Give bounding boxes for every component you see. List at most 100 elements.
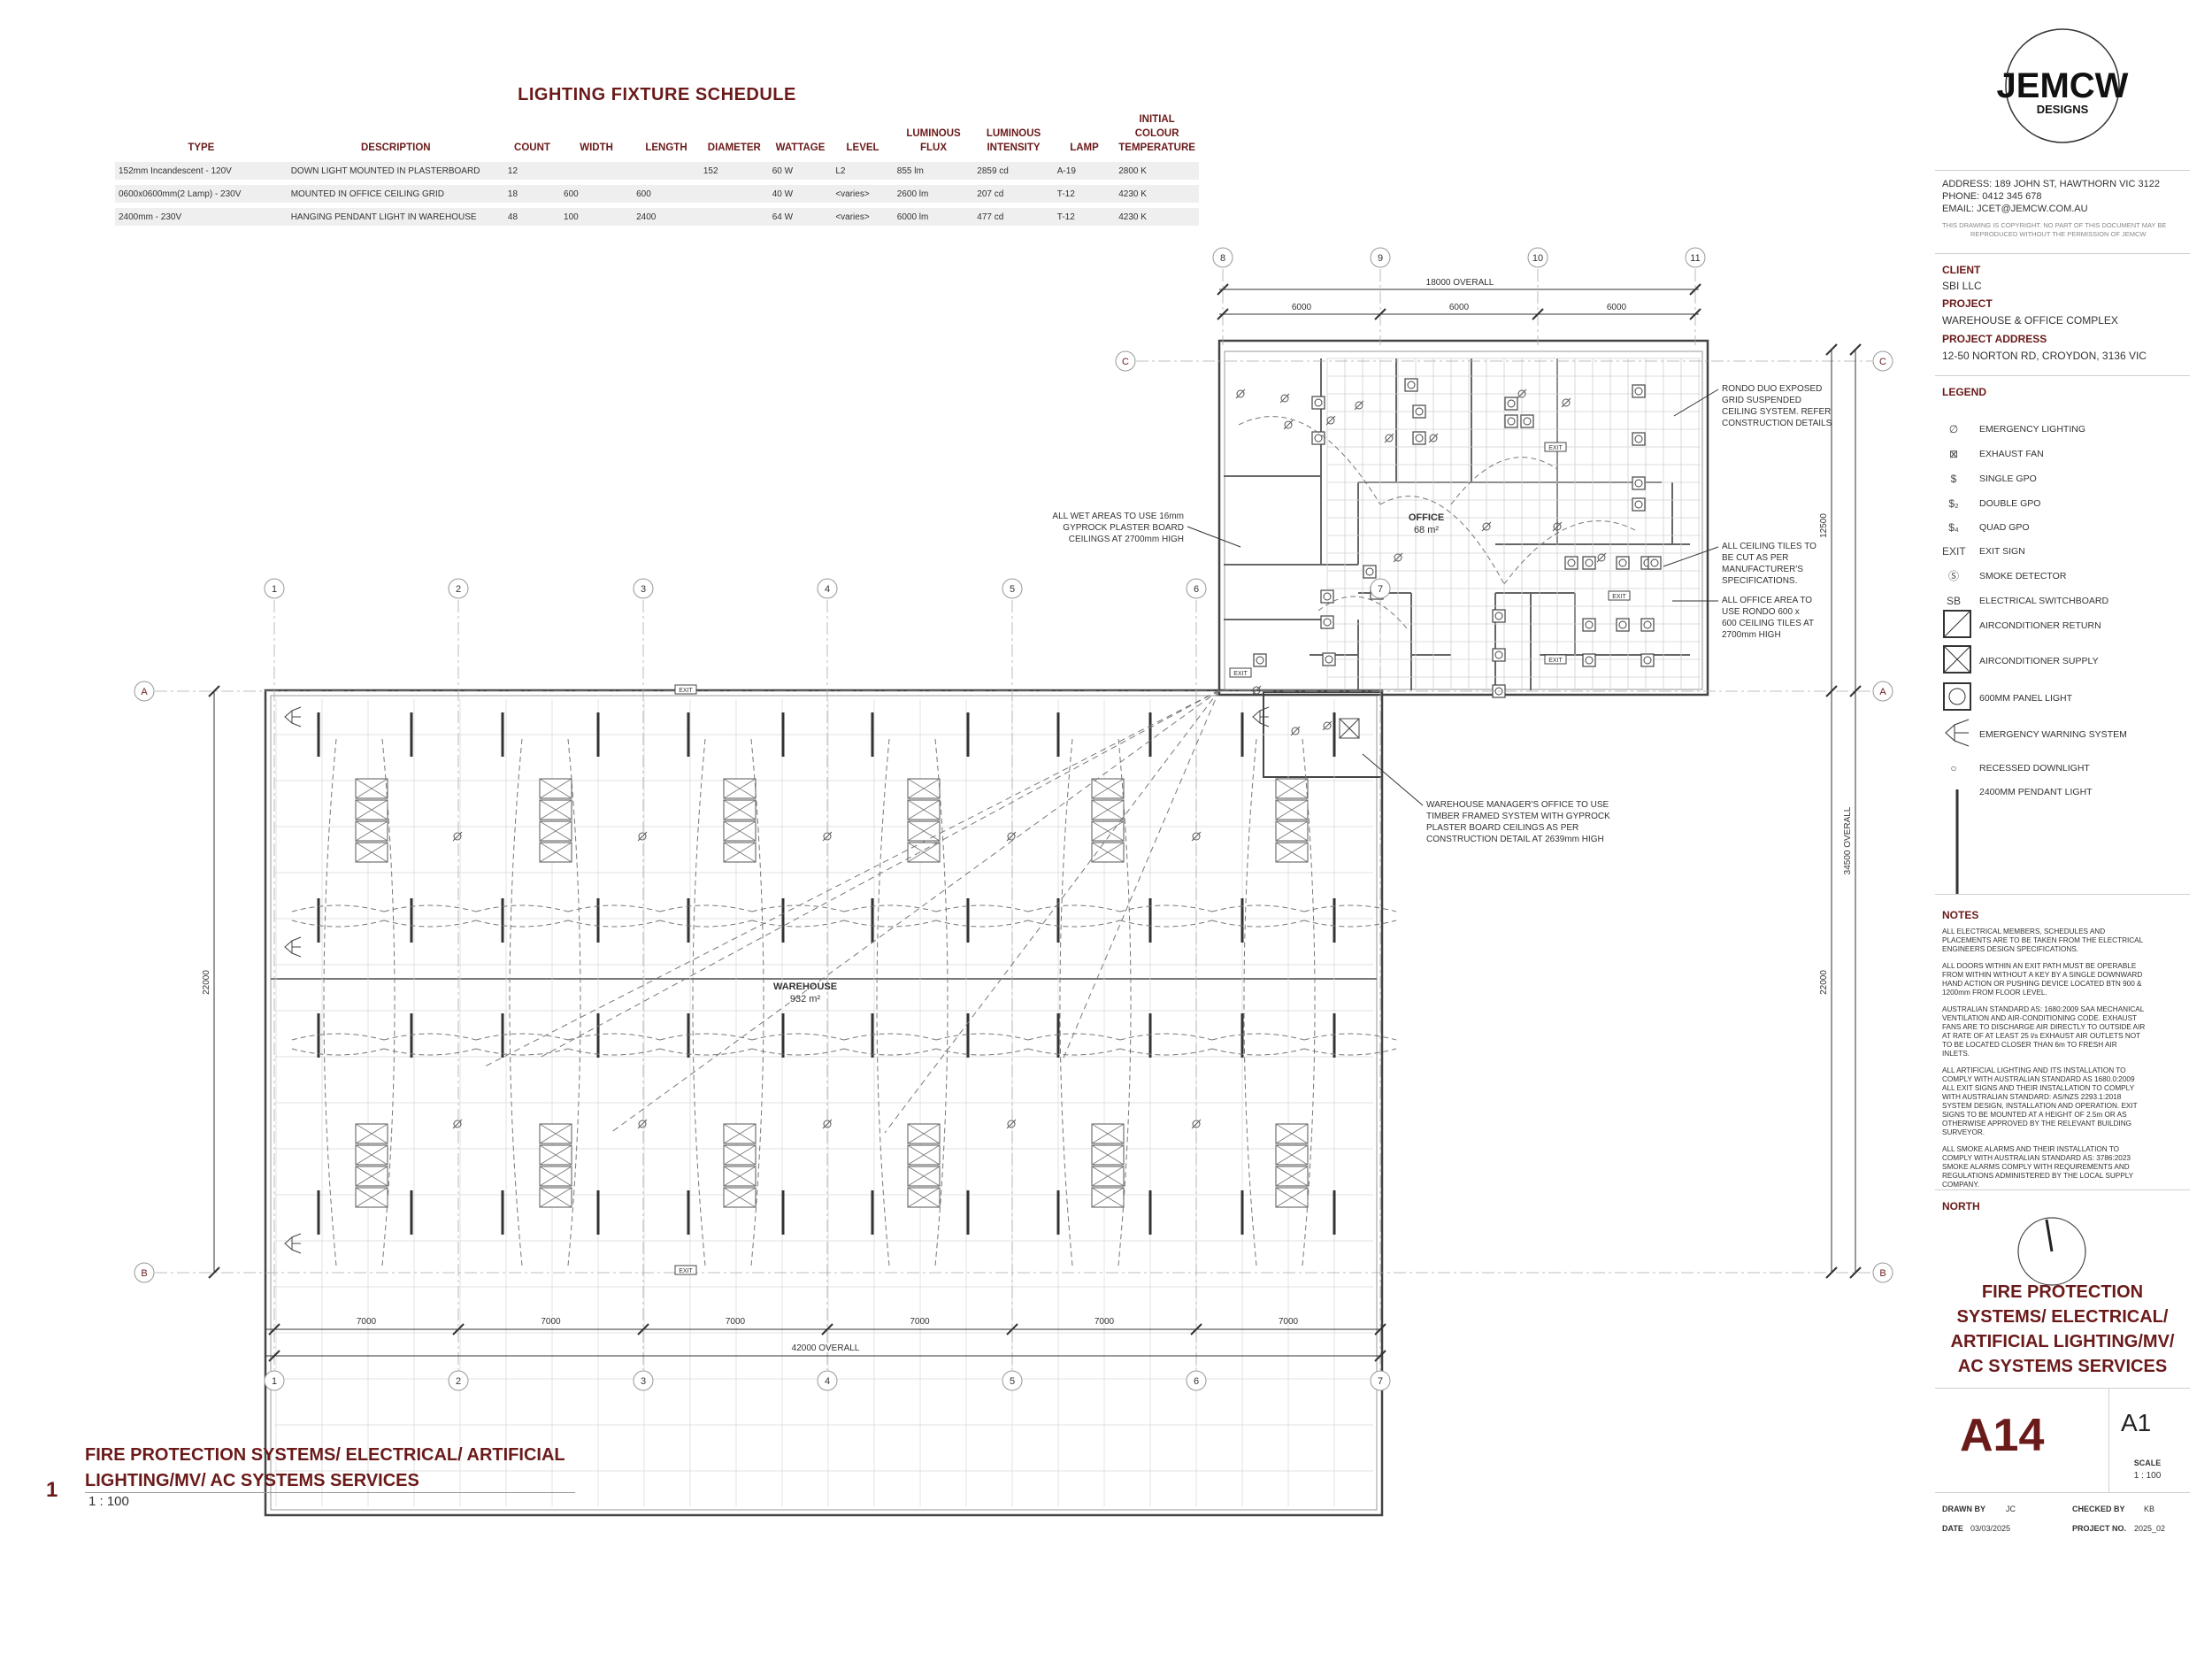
- panel-light-circle: [1415, 407, 1424, 416]
- grid-letter: A: [141, 687, 148, 697]
- table-cell: 855 lm: [893, 157, 974, 182]
- grid-number: 6: [1194, 1376, 1199, 1387]
- circuit-arc: [291, 1048, 385, 1056]
- circuit-line: [884, 689, 1220, 1134]
- panel-light-circle: [1415, 434, 1424, 443]
- schedule-title: LIGHTING FIXTURE SCHEDULE: [518, 85, 796, 104]
- legend-graphic: [1945, 719, 1970, 747]
- warning-system-icon: [1252, 706, 1270, 727]
- panel-light-icon: [1320, 589, 1334, 604]
- grid-bubble: [1872, 1262, 1893, 1283]
- table-cell: 2400: [633, 203, 700, 226]
- ac-unit-diagonal: [539, 820, 572, 842]
- warehouse-wall-inner: [270, 695, 1378, 1511]
- ac-unit-diagonal: [1275, 778, 1309, 799]
- emergency-light-icon: [1280, 394, 1289, 403]
- emergency-light-icon: [1393, 552, 1403, 563]
- table-cell: <varies>: [832, 203, 894, 226]
- table-cell: 207 cd: [973, 180, 1054, 205]
- circuit-arc: [751, 904, 845, 912]
- ac-unit-diagonal: [723, 820, 757, 842]
- emergency-light-icon: [1562, 398, 1571, 407]
- schedule-header: DIAMETER: [707, 142, 761, 153]
- warehouse-wall: [264, 689, 1384, 1517]
- circuit-arc: [291, 920, 385, 928]
- legend-symbol: SB: [1946, 595, 1961, 607]
- ac-unit-diagonal: [1275, 1144, 1309, 1166]
- table-cell: 0600x0600mm(2 Lamp) - 230V: [115, 180, 288, 205]
- view-number: 1: [46, 1478, 58, 1502]
- grid-letter: A: [1879, 687, 1886, 697]
- emergency-light-icon: [638, 1120, 647, 1128]
- emergency-light-icon: [1517, 389, 1527, 399]
- divider: [1935, 1388, 2190, 1389]
- grid-number: 6: [1194, 584, 1199, 595]
- emergency-light-icon: [637, 831, 648, 842]
- view-title-line: FIRE PROTECTION SYSTEMS/ ELECTRICAL/ ART…: [85, 1445, 565, 1465]
- circuit-arc: [843, 920, 937, 928]
- annotation-manager-office: WAREHOUSE MANAGER'S OFFICE TO USE TIMBER…: [1362, 753, 1610, 844]
- table-cell: 48: [503, 203, 561, 226]
- legend-item-label: EMERGENCY WARNING SYSTEM: [1979, 729, 2127, 740]
- emergency-light-icon: [1323, 721, 1332, 730]
- panel-light-circle: [1323, 618, 1332, 627]
- grid-bubble: [264, 1370, 285, 1391]
- legend-symbol: ⊠: [1948, 448, 1959, 460]
- dimension-tick: [1374, 1350, 1386, 1362]
- circuit-arc: [475, 1048, 569, 1056]
- schedule-header: WATTAGE: [775, 142, 826, 153]
- grid-number: 5: [1010, 584, 1015, 595]
- circuit-arc: [692, 738, 706, 1266]
- emergency-light-icon: [1354, 400, 1364, 411]
- circuit-arc: [567, 904, 661, 912]
- circuit-arc: [1119, 920, 1213, 928]
- panel-light-circle: [1314, 398, 1323, 407]
- grid-number: 3: [641, 584, 646, 595]
- circuit-arc: [1303, 920, 1397, 928]
- ac-unit-diagonal: [723, 799, 757, 820]
- legend-item: ⊠EXHAUST FAN: [1942, 444, 2181, 464]
- legend-symbol-icon: [1942, 645, 1971, 674]
- annotation-rondo: RONDO DUO EXPOSED GRID SUSPENDED CEILING…: [1673, 384, 1832, 428]
- emergency-light-icon: [1552, 521, 1563, 532]
- panel-light-circle: [1507, 417, 1516, 426]
- grid-bubble: [1872, 681, 1893, 702]
- grid-bubble: [1186, 578, 1207, 599]
- panel-light-icon: [1564, 556, 1578, 570]
- exit-sign: EXIT: [674, 1265, 697, 1275]
- panel-light-icon: [1640, 653, 1655, 667]
- lighting-fixture-schedule: LIGHTING FIXTURE SCHEDULE TYPE DESCRIPTI…: [115, 85, 1199, 226]
- legend-title: LEGEND: [1942, 386, 1987, 398]
- ac-unit-diagonal: [355, 820, 388, 842]
- schedule-header: WIDTH: [580, 142, 613, 153]
- panel-light-icon: [1582, 556, 1596, 570]
- annotation-line: GRID SUSPENDED: [1722, 396, 1801, 405]
- circuit-arc: [843, 1033, 937, 1041]
- panel-light-icon: [1322, 652, 1336, 666]
- dim-right-lower: 22000: [1819, 970, 1829, 995]
- panel-light-circle: [1634, 479, 1643, 488]
- circuit-arc: [1211, 920, 1305, 928]
- grid-bubble: [1527, 247, 1548, 268]
- emergency-light-icon: [1191, 831, 1202, 842]
- grid-number: 2: [456, 584, 461, 595]
- ac-unit-diagonal: [539, 1144, 572, 1166]
- circuit-arc: [567, 1033, 661, 1041]
- emergency-light-icon: [453, 832, 462, 841]
- circuit-arc: [935, 1048, 1029, 1056]
- legend-graphic: [1943, 610, 1971, 638]
- circuit-arc: [659, 1033, 753, 1041]
- circuit-line: [1061, 689, 1220, 1063]
- logo-name: JEMCW: [1997, 66, 2129, 105]
- grid-bubble: [1002, 578, 1023, 599]
- grid-bubble: [1212, 247, 1233, 268]
- north-circle: [2017, 1217, 2086, 1286]
- emergency-light-icon: [1355, 401, 1363, 410]
- circuit-arc: [1119, 1033, 1213, 1041]
- circuit-arc: [383, 920, 477, 928]
- ac-unit-diagonal: [907, 1166, 941, 1187]
- circuit-arc: [323, 738, 337, 1266]
- legend-graphic: [1943, 645, 1971, 674]
- circuit-line: [539, 689, 1220, 1058]
